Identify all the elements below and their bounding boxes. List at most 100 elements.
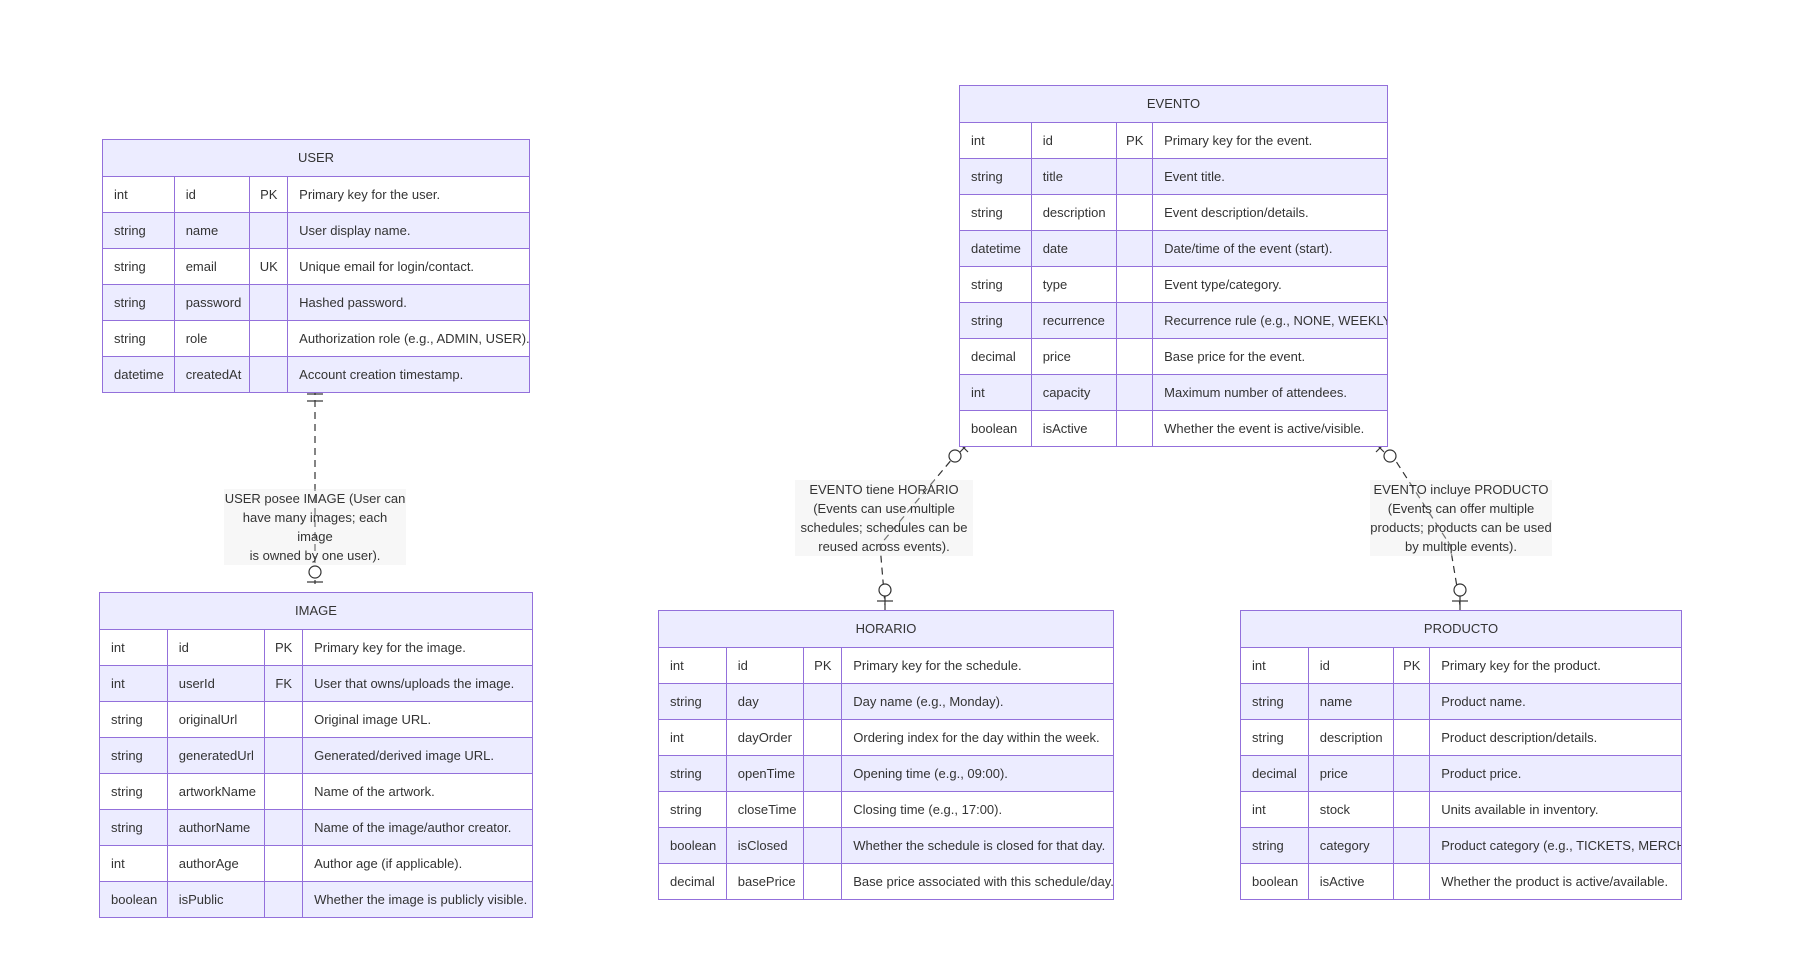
attribute-type: int: [103, 177, 175, 212]
attribute-comment: Generated/derived image URL.: [314, 748, 495, 763]
attribute-comment: Product price.: [1441, 766, 1522, 781]
attribute-comment: Event type/category.: [1164, 277, 1282, 292]
attribute-comment: User display name.: [299, 223, 411, 238]
attribute-key: FK: [265, 666, 304, 701]
attribute-type: int: [659, 720, 727, 755]
attribute-name: closeTime: [727, 792, 805, 827]
attribute-type: string: [103, 249, 175, 284]
attribute-type: string: [100, 774, 168, 809]
attribute-key: UK: [250, 249, 289, 284]
attribute-key: PK: [804, 648, 843, 683]
attribute-key: [804, 864, 843, 899]
attribute-comment: Primary key for the event.: [1164, 133, 1313, 148]
attribute-name: id: [1309, 648, 1395, 683]
attribute-type: string: [103, 285, 175, 320]
attribute-type: decimal: [1241, 756, 1309, 791]
attribute-key: [250, 357, 289, 392]
entity-title-user: USER: [103, 140, 529, 177]
entity-title-producto: PRODUCTO: [1241, 611, 1681, 648]
attribute-key: [1394, 756, 1431, 791]
attribute-key: [265, 738, 304, 773]
attribute-comment: Closing time (e.g., 17:00).: [853, 802, 1003, 817]
attribute-key: [265, 810, 304, 845]
attribute-key: [1394, 684, 1431, 719]
attribute-comment: User that owns/uploads the image.: [314, 676, 515, 691]
attribute-comment: Primary key for the user.: [299, 187, 441, 202]
attribute-key: [1117, 231, 1154, 266]
entity-title-image: IMAGE: [100, 593, 532, 630]
attribute-key: PK: [250, 177, 289, 212]
attribute-name: authorAge: [168, 846, 266, 881]
attribute-type: string: [100, 810, 168, 845]
attribute-name: dayOrder: [727, 720, 805, 755]
attribute-key: [265, 882, 304, 917]
attribute-name: isPublic: [168, 882, 266, 917]
attribute-type: int: [100, 846, 168, 881]
attribute-type: boolean: [960, 411, 1032, 446]
attribute-comment: Product category (e.g., TICKETS, MERCH).: [1441, 838, 1681, 853]
attribute-comment: Opening time (e.g., 09:00).: [853, 766, 1008, 781]
attribute-comment: Whether the event is active/visible.: [1164, 420, 1365, 436]
attribute-key: PK: [1394, 648, 1431, 683]
relationship-label-user-image: USER posee IMAGE (User can have many ima…: [224, 489, 406, 565]
attribute-type: boolean: [100, 882, 168, 917]
attribute-comment: Name of the artwork.: [314, 784, 435, 799]
attribute-type: string: [960, 195, 1032, 230]
attribute-name: category: [1309, 828, 1395, 863]
attribute-type: string: [659, 792, 727, 827]
evento-producto-line: [1389, 451, 1461, 606]
attribute-name: authorName: [168, 810, 266, 845]
attribute-type: string: [103, 321, 175, 356]
horario-zero-circle: [878, 583, 892, 597]
attribute-type: string: [659, 684, 727, 719]
entity-title-horario: HORARIO: [659, 611, 1113, 648]
attribute-key: PK: [1117, 123, 1154, 158]
attribute-comment: Whether the product is active/available.: [1441, 873, 1669, 889]
attribute-name: description: [1032, 195, 1118, 230]
attribute-comment: Recurrence rule (e.g., NONE, WEEKLY).: [1164, 313, 1387, 328]
attribute-type: decimal: [960, 339, 1032, 374]
attribute-name: email: [175, 249, 251, 284]
attribute-comment: Product description/details.: [1441, 730, 1598, 745]
attribute-type: int: [1241, 792, 1309, 827]
attribute-comment: Whether the schedule is closed for that …: [853, 838, 1106, 853]
attribute-key: [804, 792, 843, 827]
attribute-type: string: [960, 267, 1032, 302]
attribute-key: [1117, 303, 1154, 338]
attribute-type: int: [659, 648, 727, 683]
attribute-comment: Event title.: [1164, 169, 1225, 184]
attribute-name: name: [1309, 684, 1395, 719]
attribute-type: boolean: [659, 828, 727, 863]
attribute-type: int: [960, 375, 1032, 410]
attribute-name: isActive: [1032, 411, 1118, 446]
attribute-key: [804, 828, 843, 863]
attribute-key: [1117, 195, 1154, 230]
evento-horario-zero-circle: [948, 449, 962, 463]
attribute-type: string: [1241, 684, 1309, 719]
